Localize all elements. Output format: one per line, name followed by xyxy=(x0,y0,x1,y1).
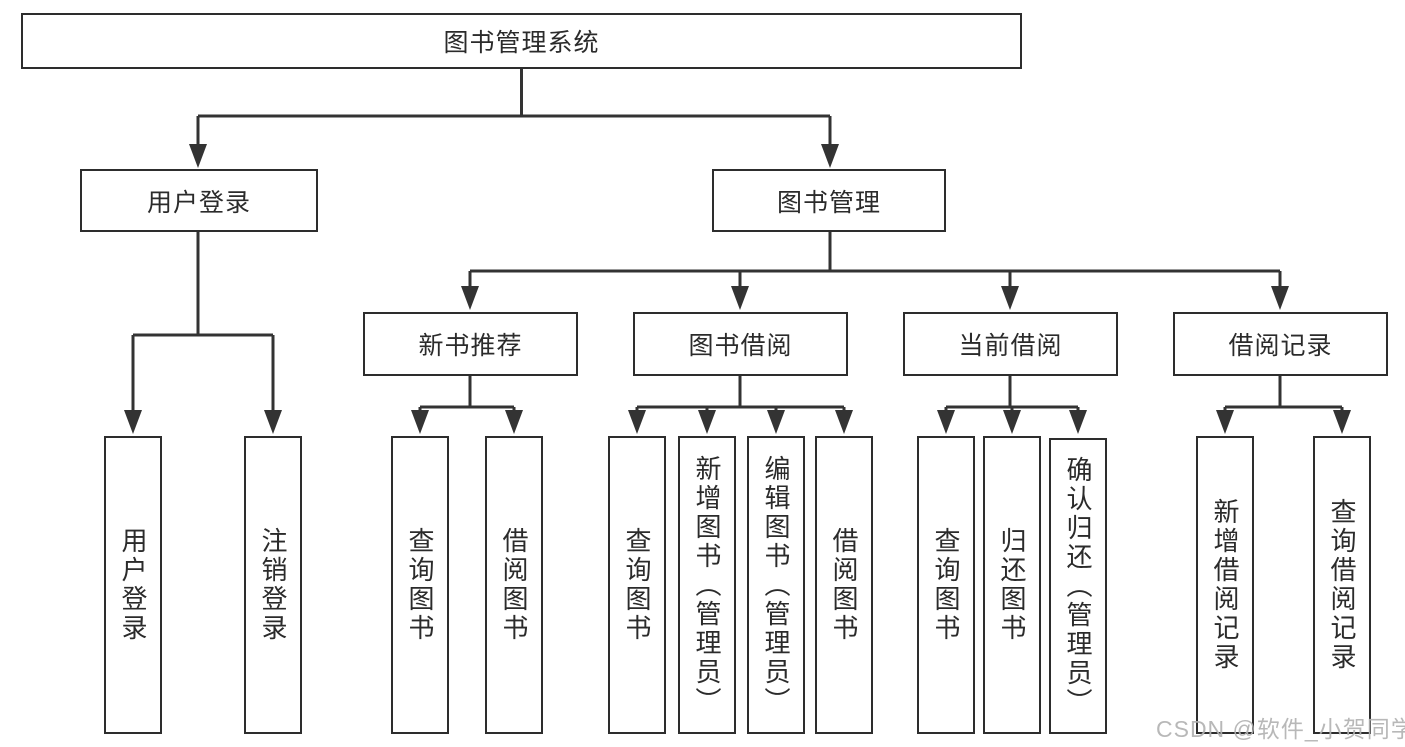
node-root-library-system: 图书管理系统 xyxy=(21,13,1022,69)
node-label: 用户登录 xyxy=(118,527,148,643)
node-label: 用户登录 xyxy=(146,188,251,217)
arrowhead xyxy=(1001,286,1019,310)
node-label: 查询图书 xyxy=(622,527,652,643)
node-book-management: 图书管理 xyxy=(712,169,946,232)
arrowhead xyxy=(461,286,479,310)
node-label: 编辑图书（管理员） xyxy=(761,454,791,716)
node-query-books-current: 查询图书 xyxy=(917,436,975,734)
arrowhead xyxy=(821,144,839,168)
node-label: 图书管理系统 xyxy=(443,29,600,57)
node-book-borrow: 图书借阅 xyxy=(633,312,848,376)
node-label: 当前借阅 xyxy=(958,332,1063,360)
node-label: 借阅图书 xyxy=(499,527,529,643)
node-return-books: 归还图书 xyxy=(983,436,1041,734)
arrowhead xyxy=(124,410,142,434)
arrowhead xyxy=(1216,410,1234,434)
node-label: 确认归还（管理员） xyxy=(1063,455,1093,717)
arrowhead xyxy=(767,410,785,434)
node-edit-books-admin: 编辑图书（管理员） xyxy=(747,436,805,734)
arrowhead xyxy=(835,410,853,434)
arrowhead xyxy=(628,410,646,434)
arrowhead xyxy=(411,410,429,434)
arrowhead xyxy=(264,410,282,434)
node-logout-action: 注销登录 xyxy=(244,436,302,734)
node-confirm-return-admin: 确认归还（管理员） xyxy=(1049,438,1107,734)
node-user-login: 用户登录 xyxy=(80,169,318,232)
node-new-book-recommend: 新书推荐 xyxy=(363,312,578,376)
node-borrow-books: 借阅图书 xyxy=(815,436,873,734)
node-add-borrow-record: 新增借阅记录 xyxy=(1196,436,1254,734)
arrowheads xyxy=(124,144,1351,434)
node-add-books-admin: 新增图书（管理员） xyxy=(678,436,736,734)
connector-book-borrow-bus xyxy=(635,376,846,412)
node-label: 新增图书（管理员） xyxy=(692,454,722,716)
node-label: 图书管理 xyxy=(776,188,881,217)
node-borrow-record: 借阅记录 xyxy=(1173,312,1388,376)
arrowhead xyxy=(189,144,207,168)
connector-current-borrow-bus xyxy=(944,376,1080,412)
node-label: 查询图书 xyxy=(405,527,435,643)
node-label: 图书借阅 xyxy=(688,332,793,360)
arrowhead xyxy=(1069,410,1087,434)
node-current-borrow: 当前借阅 xyxy=(903,312,1118,376)
node-user-login-action: 用户登录 xyxy=(104,436,162,734)
node-label: 借阅记录 xyxy=(1228,332,1333,360)
node-label: 借阅图书 xyxy=(829,527,859,643)
arrowhead xyxy=(505,410,523,434)
connector-new-book-bus xyxy=(418,376,516,412)
arrowhead xyxy=(698,410,716,434)
arrowhead xyxy=(937,410,955,434)
csdn-watermark: CSDN @软件_小贺同学 xyxy=(1156,716,1405,742)
arrowhead xyxy=(731,286,749,310)
node-query-borrow-record: 查询借阅记录 xyxy=(1313,436,1371,734)
node-query-books-recommend: 查询图书 xyxy=(391,436,449,734)
node-label: 查询图书 xyxy=(931,527,961,643)
node-borrow-books-recommend: 借阅图书 xyxy=(485,436,543,734)
connector-user-login-bus xyxy=(131,232,275,412)
arrowhead xyxy=(1333,410,1351,434)
node-label: 注销登录 xyxy=(258,527,288,643)
arrowhead xyxy=(1271,286,1289,310)
node-query-books-borrow: 查询图书 xyxy=(608,436,666,734)
node-label: 查询借阅记录 xyxy=(1327,498,1357,672)
connector-book-mgmt-bus xyxy=(468,232,1282,288)
node-label: 新增借阅记录 xyxy=(1210,498,1240,672)
node-label: 归还图书 xyxy=(997,527,1027,643)
arrowhead xyxy=(1003,410,1021,434)
node-label: 新书推荐 xyxy=(418,332,523,360)
connector-borrow-record-bus xyxy=(1223,376,1344,412)
connector-root-bus xyxy=(196,69,832,147)
